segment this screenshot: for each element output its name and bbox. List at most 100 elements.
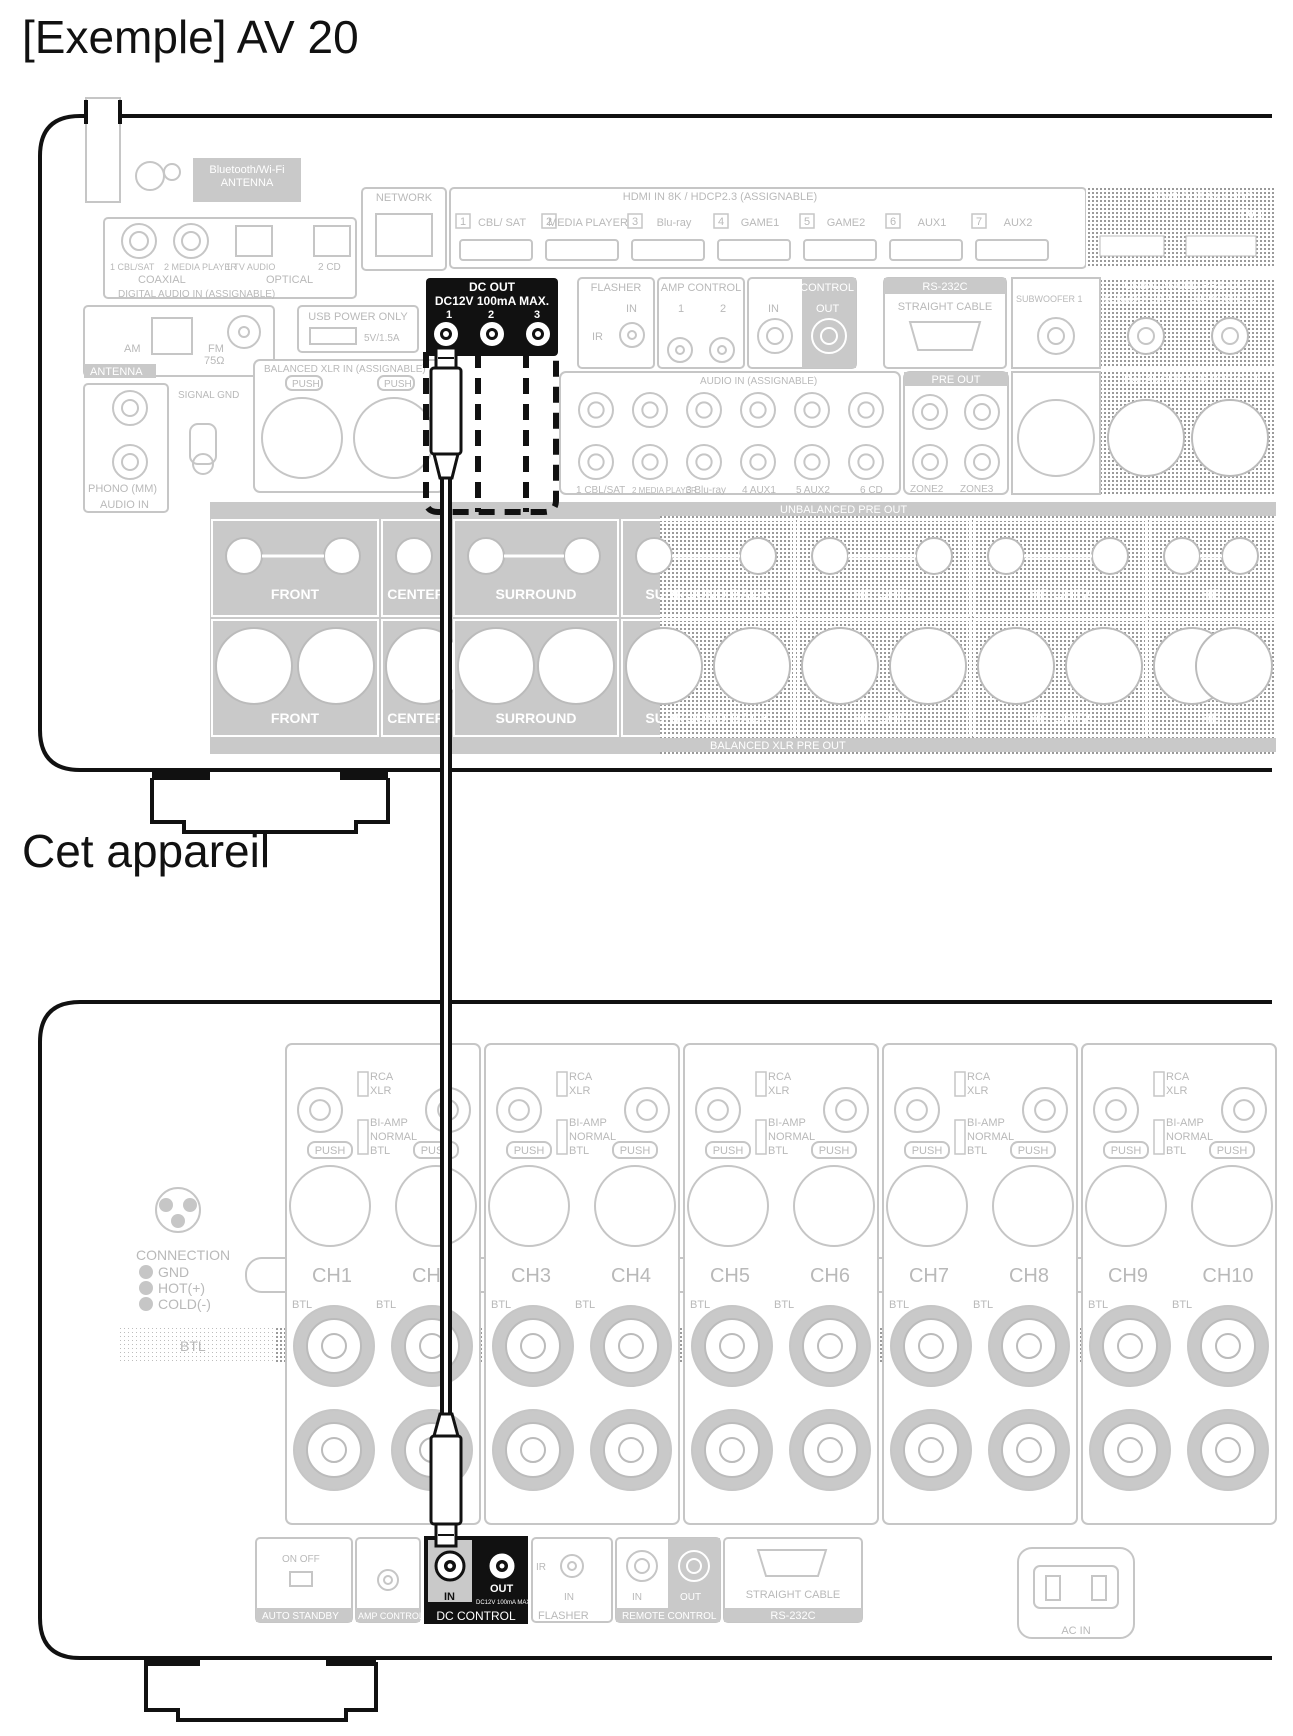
- hdmi-in-label: HDMI IN 8K / HDCP2.3 (ASSIGNABLE): [623, 191, 817, 203]
- rca-input-jack: [1221, 1087, 1267, 1133]
- hdmi-in-name: GAME2: [827, 217, 866, 229]
- speaker-group-label-balanced: FRONT: [271, 710, 320, 726]
- mode-switch-label: XLR: [967, 1085, 988, 1097]
- hdmi-in-number-box: [885, 213, 901, 229]
- antenna-section-label: ANTENNA: [90, 366, 143, 378]
- speaker-terminal: [903, 1422, 959, 1478]
- unbalanced-jack-r: [635, 537, 673, 575]
- xlr-jack-l: [537, 627, 615, 705]
- usb-port: [297, 305, 419, 353]
- push-label: PUSH: [819, 1145, 850, 1157]
- hdmi-in-number-box: [455, 213, 471, 229]
- mode-switch-label: NORMAL: [569, 1131, 616, 1143]
- dc-trigger-cable: [429, 346, 463, 1548]
- speaker-terminal: [1001, 1422, 1057, 1478]
- speaker-group-label-balanced: HEIGHT1: [854, 710, 915, 726]
- xlr-jack-r: [215, 627, 293, 705]
- btl-marker: BTL: [575, 1299, 595, 1311]
- device-flasher-jack: [531, 1537, 613, 1623]
- dc-control-label: DC CONTROL: [436, 1609, 516, 1623]
- audio-in-label-1: 1 CBL/SAT: [576, 485, 625, 496]
- mode-switch-label: BTL: [1166, 1145, 1186, 1157]
- balanced-pre-out-group: [973, 619, 1147, 737]
- dc-out-port-1-label: 1: [446, 309, 452, 321]
- hdmi-in-port: [459, 239, 533, 261]
- flasher-in-label: IN: [626, 303, 637, 315]
- antenna-stub-icon: [85, 97, 121, 203]
- hdmi-in-port: [545, 239, 619, 261]
- ac-in-label: AC IN: [1061, 1625, 1090, 1637]
- dc-control-spec-label: DC12V 100mA MAX.: [476, 1600, 532, 1606]
- audio-in-jacks: [578, 392, 884, 480]
- dc-out-port-3-label: 3: [534, 309, 540, 321]
- flasher-label: FLASHER: [591, 282, 642, 294]
- subwoofer-2-label: SUBWOOFER 2: [1104, 294, 1171, 304]
- btl-marker: BTL: [292, 1299, 312, 1311]
- amp-module-panel: [285, 1043, 481, 1525]
- unbalanced-pre-out-group: [973, 519, 1147, 617]
- device-dc-control-block: IN OUT DC12V 100mA MAX. DC CONTROL: [424, 1536, 532, 1624]
- device-flasher-label: FLASHER: [538, 1610, 589, 1622]
- av20-rear-panel: Bluetooth/Wi-Fi ANTENNA NETWORK HDMI IN …: [38, 97, 1277, 834]
- ac-in-socket: [1017, 1547, 1135, 1639]
- device-amp-control-label: AMP CONTROL: [358, 1611, 424, 1621]
- digital-in-2: 2 MEDIA PLAYER: [164, 262, 237, 272]
- btl-marker: BTL: [1088, 1299, 1108, 1311]
- xlr-input-jack: [289, 1165, 371, 1247]
- audio-in-label: AUDIO IN (ASSIGNABLE): [700, 376, 817, 387]
- xlr-jack-l: [1065, 627, 1143, 705]
- speaker-terminal: [603, 1318, 659, 1374]
- unbalanced-jack-r: [1163, 537, 1201, 575]
- strip-balanced-label: BALANCED XLR PRE OUT: [710, 740, 846, 752]
- mode-switch-label: XLR: [370, 1085, 391, 1097]
- optical-label: OPTICAL: [266, 274, 313, 286]
- device-remote-in-label: IN: [632, 1592, 642, 1603]
- hdmi-in-number: 6: [890, 216, 896, 228]
- usb-rating-label: 5V/1.5A: [364, 333, 400, 344]
- flasher-block: [577, 277, 655, 369]
- tv1-label: TV1: [1238, 206, 1264, 222]
- xlr-jack-r: [801, 627, 879, 705]
- rs232c-cable-label: STRAIGHT CABLE: [898, 301, 993, 313]
- remote-control-label: REMOTE CONTROL: [750, 282, 854, 294]
- mode-switch-label: BI-AMP: [967, 1117, 1005, 1129]
- xlr-pinout-icon: [155, 1187, 201, 1233]
- mode-switch-label: RCA: [768, 1071, 792, 1083]
- rca-input-jack: [624, 1087, 670, 1133]
- speaker-group-label: SURROUND: [496, 586, 577, 602]
- xlr-input-jack: [687, 1165, 769, 1247]
- balanced-xlr-pre-out-label: BALANCED XLR PRE OUT: [1124, 374, 1260, 386]
- pin-hot-label: HOT(+): [158, 1280, 205, 1296]
- top-mini-plug-icon: [429, 346, 463, 480]
- audio-in-jack-left: [740, 392, 776, 428]
- hdmi-in-number: 3: [632, 216, 638, 228]
- xlr-input-jack: [793, 1165, 875, 1247]
- speaker-pre-out-groups: FRONTFRONTCENTERCENTERSURROUNDSURROUNDSU…: [211, 519, 1277, 737]
- hdmi-in-number-box: [627, 213, 643, 229]
- speaker-terminal: [306, 1422, 362, 1478]
- xlr-push-label-1: PUSH: [292, 379, 320, 390]
- unbalanced-pre-out-group: [797, 519, 971, 617]
- rca-input-jack: [894, 1087, 940, 1133]
- speaker-terminal: [704, 1422, 760, 1478]
- mode-switch-label: XLR: [1166, 1085, 1187, 1097]
- rca-input-jack: [297, 1087, 343, 1133]
- rca-input-jack: [1022, 1087, 1068, 1133]
- digital-in-1: 1 CBL/SAT: [110, 262, 155, 272]
- hdmi-out-label: HDMI OUT 8K / HDC: [1150, 191, 1254, 203]
- speaker-group-label-balanced: CENTER: [387, 710, 445, 726]
- device-remote-control-label: REMOTE CONTROL: [622, 1611, 717, 1622]
- balanced-pre-out-group: [1149, 619, 1277, 737]
- network-port: [361, 187, 447, 271]
- hdmi-in-number: 5: [804, 216, 810, 228]
- hdmi-in-port: [631, 239, 705, 261]
- mode-switch-label: NORMAL: [768, 1131, 815, 1143]
- unbalanced-jack-l: [1221, 537, 1259, 575]
- dc-out-port-2-label: 2: [488, 309, 494, 321]
- source-device-heading: [Exemple] AV 20: [22, 11, 359, 63]
- phono-block: [83, 383, 169, 513]
- btl-marker: BTL: [774, 1299, 794, 1311]
- mode-switch-label: BTL: [370, 1145, 390, 1157]
